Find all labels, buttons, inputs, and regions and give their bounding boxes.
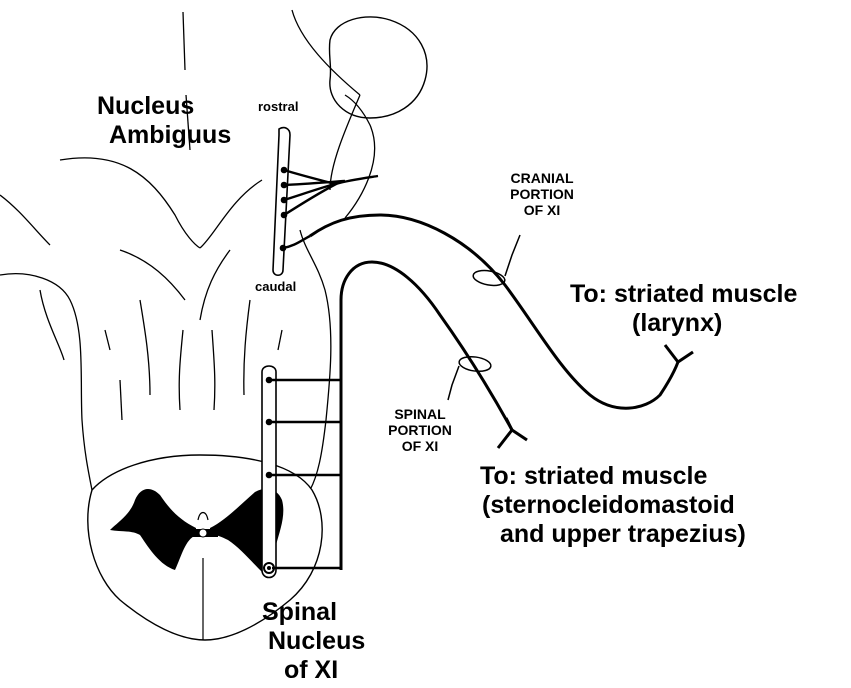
spinal-portion-line-3: OF XI [375, 438, 465, 454]
spinal-portion-line-2: PORTION [375, 422, 465, 438]
larynx-target-line-1: To: striated muscle [570, 280, 797, 309]
scm-target-label: To: striated muscle (sternocleidomastoid… [480, 462, 746, 548]
caudal-label: caudal [255, 280, 296, 295]
larynx-target-line-2: (larynx) [570, 309, 797, 338]
larynx-target-label: To: striated muscle (larynx) [570, 280, 797, 338]
cranial-root-fibers [283, 170, 378, 248]
brainstem-outline [0, 10, 375, 490]
nucleus-ambiguus-line-2: Ambiguus [97, 121, 231, 150]
spinal-nucleus-label: Spinal Nucleus of XI [262, 598, 365, 684]
rostral-label: rostral [258, 100, 298, 115]
spinal-nucleus-column [262, 366, 276, 578]
spinal-portion-line-1: SPINAL [375, 406, 465, 422]
scm-target-line-1: To: striated muscle [480, 462, 746, 491]
spinal-nucleus-line-1: Spinal [262, 598, 365, 627]
portion-markers [448, 235, 520, 400]
cranial-portion-line-1: CRANIAL [492, 170, 592, 186]
scm-target-line-3: and upper trapezius) [480, 520, 746, 549]
cranial-portion-line-2: PORTION [492, 186, 592, 202]
nucleus-ambiguus-line-1: Nucleus [97, 92, 231, 121]
scm-target-line-2: (sternocleidomastoid [480, 491, 746, 520]
nucleus-ambiguus-column [273, 128, 290, 276]
spinal-nucleus-line-3: of XI [262, 656, 365, 685]
cranial-portion-label: CRANIAL PORTION OF XI [492, 170, 592, 218]
cerebellum-shape [329, 17, 427, 118]
spinal-portion-label: SPINAL PORTION OF XI [375, 406, 465, 454]
nucleus-ambiguus-label: Nucleus Ambiguus [97, 92, 231, 150]
cranial-portion-line-3: OF XI [492, 202, 592, 218]
spinal-nucleus-line-2: Nucleus [262, 627, 365, 656]
